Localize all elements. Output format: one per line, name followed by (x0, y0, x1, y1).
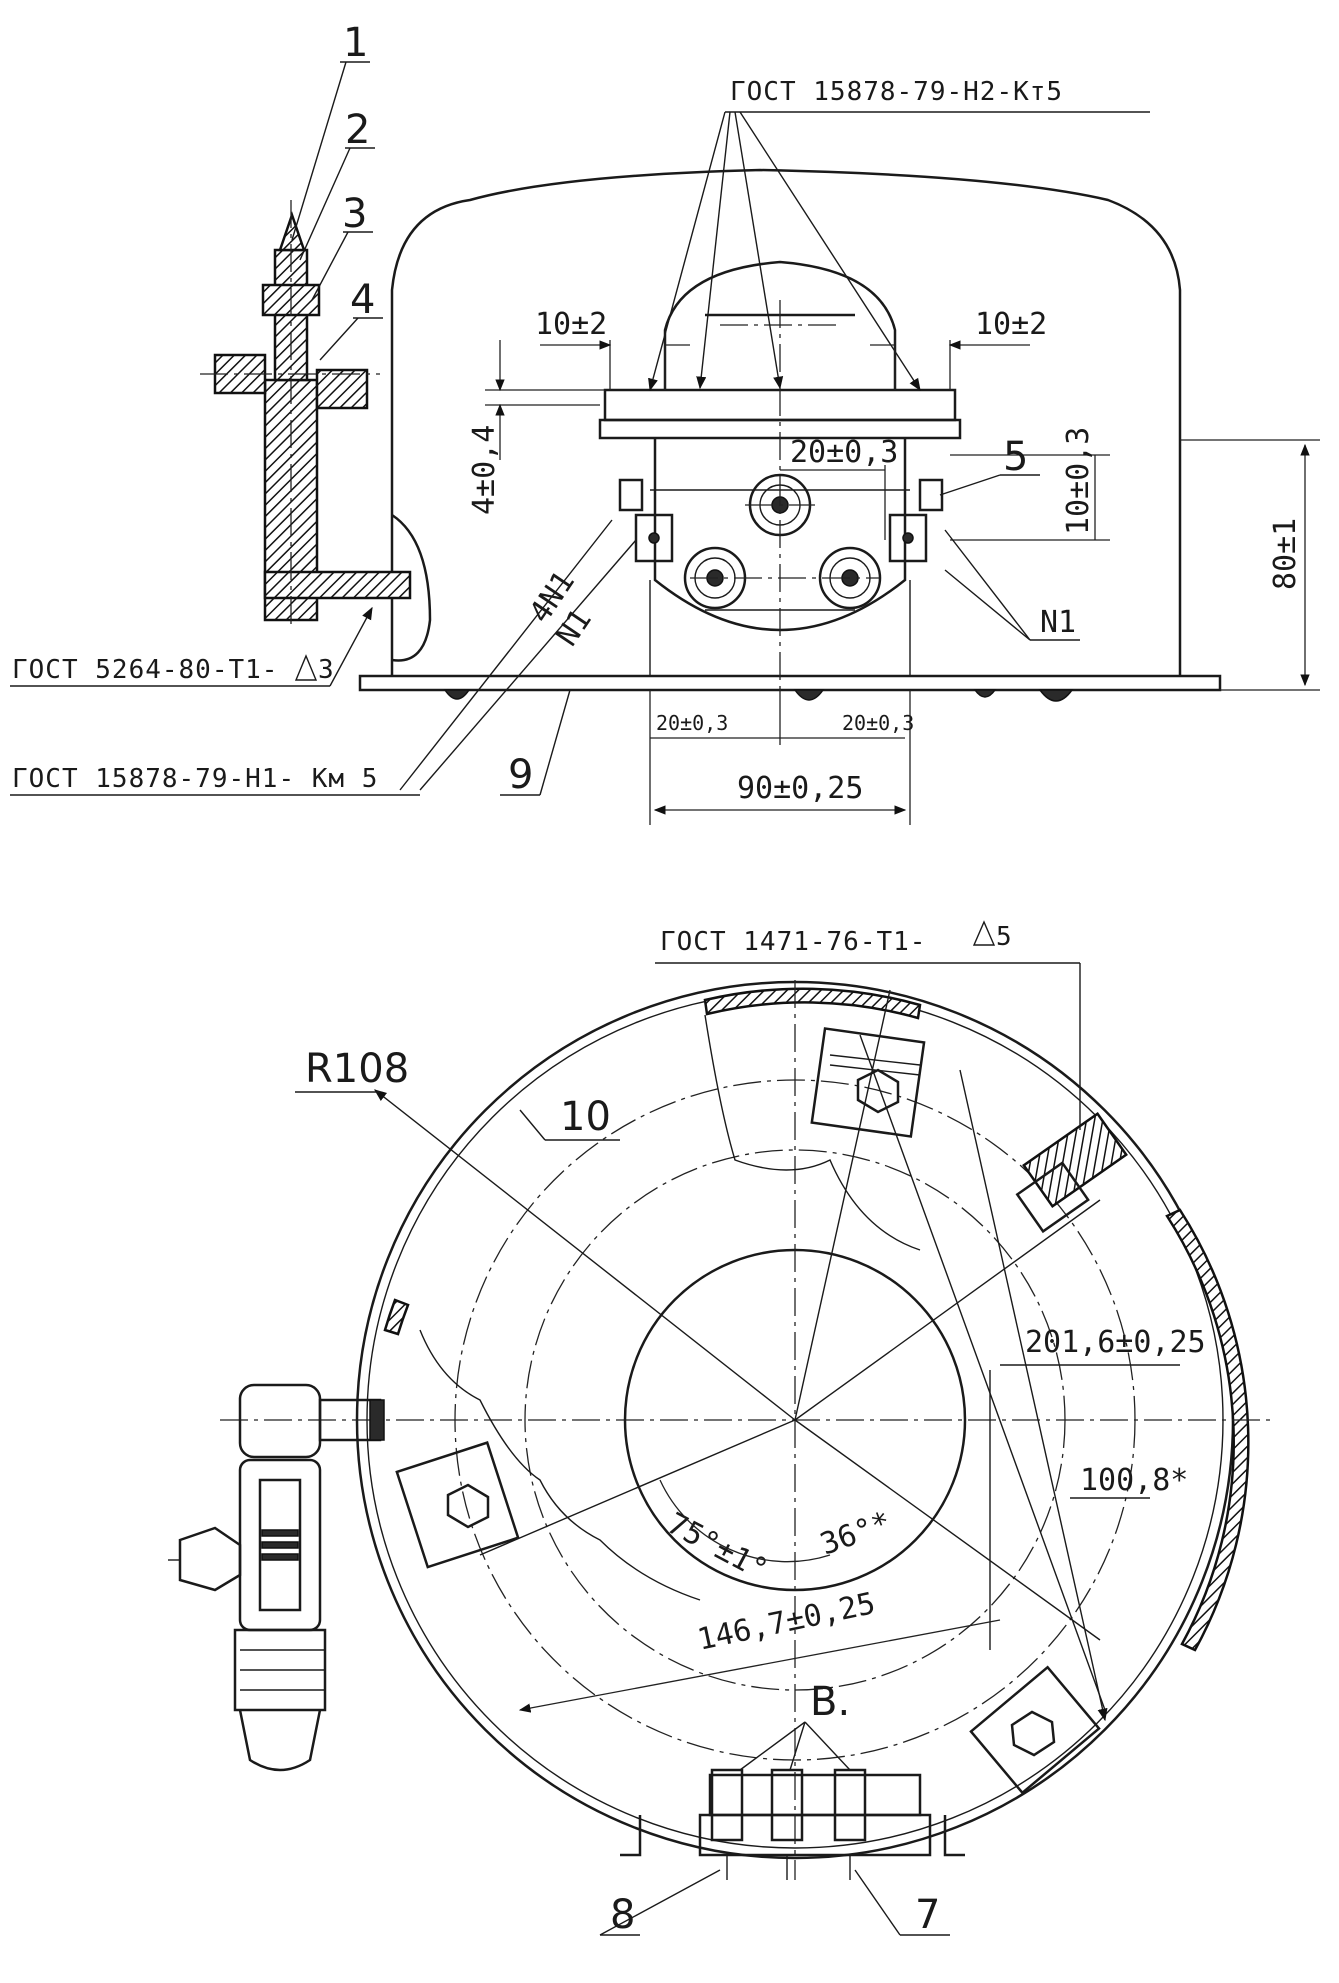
bolt-block-top (810, 1027, 926, 1138)
dim-20-bottom (649, 690, 911, 825)
callout-1: 1 (343, 20, 368, 66)
weld-dome (391, 513, 432, 662)
label-n1-right: N1 (1040, 605, 1076, 640)
left-clip (618, 478, 674, 563)
plan-view: ГОСТ 1471-76-Т1- 5 R108 10 201,6±0,25 10… (168, 920, 1275, 1938)
gost-top-leaders (648, 111, 1150, 392)
dim-80-label: 80±1 (1268, 518, 1303, 590)
angle-75-label: 75°±1° (661, 1506, 773, 1588)
dim-10-left-label: 10±2 (535, 307, 607, 342)
dim-10-right-label: 10±2 (975, 307, 1047, 342)
callout-5: 5 (1003, 434, 1028, 480)
inner-dome (663, 260, 897, 390)
bottom-terminal-block (620, 1768, 965, 1880)
gost-left-label: ГОСТ 5264-80-Т1- (12, 655, 278, 685)
terminals (683, 473, 882, 610)
side-elevation-view: 1 2 3 4 ГОСТ 15878-79-Н2-Кт5 10±2 10±2 (10, 20, 1320, 825)
dim-100-label: 100,8* (1080, 1463, 1188, 1498)
charge-valve-assembly (200, 200, 432, 662)
callout-4: 4 (350, 277, 375, 323)
callout-10: 10 (560, 1094, 611, 1140)
radius-label: R108 (305, 1046, 409, 1092)
callout-3: 3 (342, 191, 367, 237)
right-clip (888, 478, 944, 563)
dim-10-vertical-label: 10±0,3 (1061, 427, 1096, 535)
gost-top-label: ГОСТ 15878-79-Н2-Кт5 (730, 77, 1063, 107)
dim-20-top (780, 465, 886, 540)
dim-10-right (870, 340, 1030, 390)
view-b-label: В. (810, 1679, 850, 1725)
callout-9: 9 (508, 752, 533, 798)
dim-90-label: 90±0,25 (737, 771, 863, 806)
dim-10-left (540, 340, 690, 390)
base-fasteners (443, 689, 1074, 702)
gost-left-weld: 3 (318, 655, 335, 685)
bolt-block-right (969, 1665, 1101, 1795)
weld-fitting-right (1015, 1111, 1128, 1234)
dim-20-left-label: 20±0,3 (656, 711, 728, 735)
dim-4-label: 4±0,4 (467, 425, 502, 515)
side-fitting (168, 1383, 385, 1772)
dim-20-top-label: 20±0,3 (790, 435, 898, 470)
callout-2: 2 (345, 107, 370, 153)
gost-bottom-label: ГОСТ 15878-79-Н1- Км 5 (12, 764, 378, 794)
bolt-block-left (395, 1441, 520, 1569)
dim-80 (1180, 439, 1320, 691)
gost-plan-weld: 5 (996, 922, 1013, 952)
dim-10-vertical (950, 454, 1110, 541)
housing-dome (390, 168, 1182, 676)
callouts-1-4 (291, 61, 383, 361)
callout-7: 7 (915, 1892, 940, 1938)
dim-201-label: 201,6±0,25 (1025, 1325, 1206, 1360)
callout-8: 8 (610, 1892, 635, 1938)
dim-146-label: 146,7±0,25 (694, 1586, 878, 1658)
gost-plan-label: ГОСТ 1471-76-Т1- (660, 927, 926, 957)
base-plate (358, 674, 1222, 692)
dim-20-right-label: 20±0,3 (842, 711, 914, 735)
dim-4 (485, 340, 605, 460)
angle-36-label: 36°* (816, 1505, 896, 1563)
